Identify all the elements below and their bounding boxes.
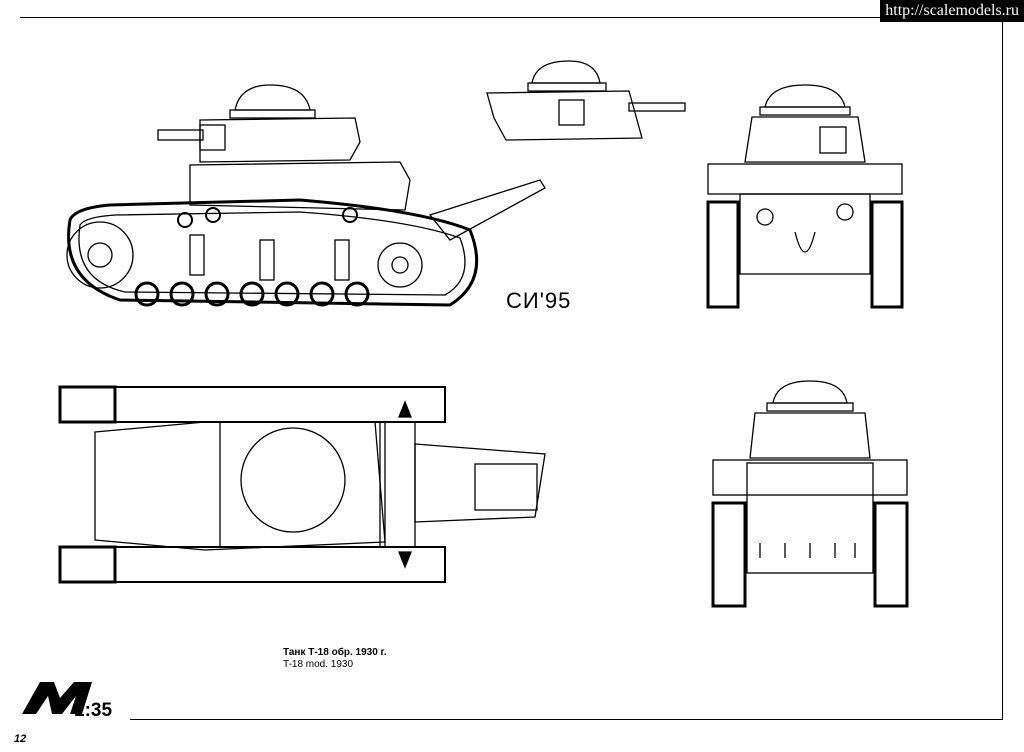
frame-right <box>1002 17 1003 719</box>
caption-russian: Танк Т-18 обр. 1930 г. <box>283 647 387 658</box>
turret-side-view <box>486 60 686 141</box>
scale-label: 1:35 <box>74 700 113 721</box>
watermark: http://scalemodels.ru <box>880 0 1024 22</box>
tank-top-view <box>58 385 546 584</box>
publisher-logo <box>22 682 92 714</box>
frame-top <box>20 17 1002 18</box>
draftsman-signature: СИ'95 <box>506 288 572 313</box>
tank-side-view <box>66 84 546 307</box>
tank-rear-view <box>711 380 909 608</box>
frame-bottom <box>130 719 1003 720</box>
caption-english: T-18 mod. 1930 <box>283 659 354 670</box>
drawing-caption: Танк Т-18 обр. 1930 г. T-18 mod. 1930 <box>283 647 387 671</box>
page-number: 12 <box>14 733 27 745</box>
tank-front-view <box>706 84 904 309</box>
